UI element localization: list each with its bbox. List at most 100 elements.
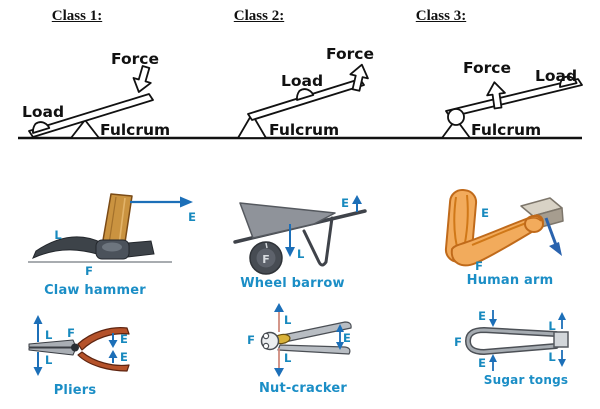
arm-effort-label: E [481,206,489,220]
nutcracker-effort-label: E [343,331,351,345]
wheel-barrow-caption: Wheel barrow [240,276,345,291]
tongs-load-bottom-arrowhead-icon [558,359,566,367]
class1-load-label: Load [22,103,64,121]
tongs-load-bottom-label: L [548,350,556,364]
tongs-load-top-arrowhead-icon [558,312,566,320]
sugar-tongs-caption: Sugar tongs [483,373,569,387]
pliers-upper-jaw [28,339,77,348]
class1-lever-bar [28,93,154,138]
class3-force-label: Force [463,59,511,77]
nut-cracker-caption: Nut-cracker [258,381,348,396]
pliers-lower-jaw [28,347,77,356]
class2-lever-diagram: Force Load Fulcrum [237,45,374,139]
tongs-load-top-label: L [548,319,556,333]
claw-hammer-figure: E L F [28,193,196,278]
class1-load-rock [32,121,51,134]
pliers-effort-top-arrowhead-icon [108,340,118,348]
pliers-figure: L L F E E [28,315,130,376]
tongs-effort-top-label: E [478,309,486,323]
class2-title: Class 2: [233,8,285,24]
barrow-load-arrowhead-icon [285,247,295,257]
hammer-head-highlight [102,242,122,252]
nutcracker-lower-arm [277,344,351,355]
pliers-effort-top-label: E [120,332,128,346]
class2-fulcrum-label: Fulcrum [269,121,339,139]
wheel-barrow-figure: F L E [233,195,367,275]
pliers-upper-handle [77,327,130,351]
pliers-load-top-label: L [45,328,53,342]
barrow-valve-mark [265,242,268,249]
class2-load-label: Load [281,72,323,90]
class3-fulcrum-label: Fulcrum [471,121,541,139]
tongs-effort-bottom-label: E [478,356,486,370]
hammer-striking-face [127,240,155,258]
class1-fulcrum-triangle [70,119,100,139]
tongs-fulcrum-label: F [454,335,462,349]
forearm [450,214,544,267]
pliers-lower-handle [77,351,130,372]
barrow-effort-arrowhead-icon [352,195,362,204]
pliers-load-bottom-label: L [45,353,53,367]
hammer-fulcrum-label: F [85,264,93,278]
class2-fulcrum-triangle [237,113,267,139]
finger-line [527,217,542,222]
arm-load-arrow-icon [544,217,558,246]
class3-load-label: Load [535,67,577,85]
class3-fulcrum-triangle [441,118,471,139]
hammer-load-label: L [54,228,62,242]
hammer-handle-highlight [118,197,126,246]
nutcracker-load-top-arrowhead-icon [274,303,284,312]
class3-lever-diagram: Force Load Fulcrum [441,59,583,139]
class2-force-arrow-icon [349,63,369,92]
class3-pivot-circle [447,108,465,126]
barrow-leg [302,216,334,267]
sugar-tongs-figure: F E E L L [454,309,569,371]
pliers-fulcrum-label: F [67,326,75,340]
tongs-effort-top-arrowhead-icon [489,319,497,327]
hammer-effort-arrowhead-icon [180,196,193,208]
class3-force-arrow-icon [486,81,506,110]
tongs-highlight [466,328,558,354]
hammer-effort-label: E [188,210,196,224]
human-arm-caption: Human arm [466,273,554,288]
pliers-caption: Pliers [53,383,97,398]
class3-load-rock [559,75,578,88]
hammer-handle-shading [108,196,117,245]
nutcracker-load-bottom-label: L [284,351,292,365]
pliers-effort-bottom-arrowhead-icon [108,350,118,358]
fist [524,215,544,233]
nutcracker-bolt-bottom [262,342,270,350]
class1-fulcrum-label: Fulcrum [100,121,170,139]
human-arm-figure: E F [444,189,564,273]
class2-lever-bar [247,78,365,121]
class1-force-arrow-icon [132,65,152,93]
class3-title: Class 3: [415,8,467,24]
nutcracker-fulcrum-label: F [247,333,255,347]
barrow-load-label: L [297,247,305,261]
barrow-fulcrum-label: F [262,253,270,266]
barrow-wheel-hub [256,248,276,268]
nutcracker-upper-arm [277,321,352,344]
arm-load-arrowhead-icon [549,242,562,256]
class1-title: Class 1: [51,8,103,24]
class2-force-label: Force [326,45,374,63]
nutcracker-load-top-label: L [284,313,292,327]
barrow-tray [239,202,336,239]
barrow-effort-label: E [341,196,349,210]
tongs-effort-bottom-arrowhead-icon [489,354,497,362]
pliers-effort-bottom-label: E [120,350,128,364]
lever-classes-figure: Force Load Fulcrum Force Load Fulcrum Fo… [18,45,583,140]
class1-lever-diagram: Force Load Fulcrum [22,50,170,139]
claw-hammer-caption: Claw hammer [44,283,146,298]
nut-cracker-figure: L L E F [247,303,352,377]
nutcracker-effort-arrowhead-bottom-icon [336,342,344,350]
pliers-load-top-arrowhead-icon [33,315,43,324]
nutcracker-bolt-top [262,332,270,340]
pliers-pivot [71,343,79,352]
pliers-load-bottom-arrowhead-icon [33,367,43,376]
arm-fulcrum-label: F [475,259,483,273]
sugar-cube [553,331,569,348]
class1-force-label: Force [111,50,159,68]
nutcracker-load-bottom-arrowhead-icon [274,368,284,377]
